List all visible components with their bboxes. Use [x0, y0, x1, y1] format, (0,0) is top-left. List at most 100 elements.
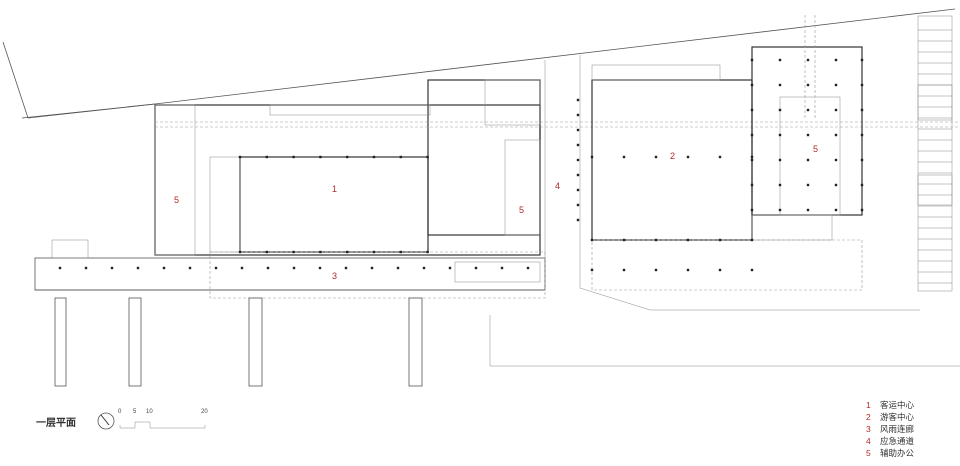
- column: [372, 250, 376, 254]
- column: [590, 238, 594, 242]
- column: [778, 133, 782, 137]
- zone-label-2: 2: [670, 151, 676, 161]
- column: [750, 183, 754, 187]
- column: [654, 238, 658, 242]
- site-boundary: [21, 103, 156, 119]
- column: [474, 266, 478, 270]
- column: [448, 266, 452, 270]
- zone-label-1: 1: [332, 184, 338, 194]
- column: [370, 266, 374, 270]
- column: [778, 83, 782, 87]
- scale-tick: 10: [146, 409, 153, 415]
- scale-bar: [119, 421, 206, 429]
- column: [860, 208, 864, 212]
- column: [778, 58, 782, 62]
- column: [778, 108, 782, 112]
- column: [806, 133, 810, 137]
- bridge-piers: [54, 297, 423, 387]
- column: [718, 155, 722, 159]
- column: [834, 58, 838, 62]
- column: [834, 133, 838, 137]
- zone-label-3: 3: [332, 271, 338, 281]
- column: [346, 250, 349, 254]
- site-boundary-east: [579, 55, 920, 311]
- column: [84, 266, 88, 270]
- column: [860, 108, 864, 112]
- column: [500, 266, 504, 270]
- building-visitor-center: [591, 15, 863, 291]
- column: [654, 155, 658, 159]
- column: [718, 268, 722, 272]
- column: [860, 83, 864, 87]
- column: [319, 250, 322, 254]
- column: [399, 250, 402, 254]
- column: [576, 218, 580, 222]
- column: [396, 266, 400, 270]
- column: [860, 58, 864, 62]
- column: [750, 58, 754, 62]
- column: [860, 133, 864, 137]
- column: [426, 155, 429, 159]
- column: [162, 266, 166, 270]
- column: [834, 208, 838, 212]
- column: [750, 83, 754, 87]
- column: [214, 266, 218, 270]
- column: [576, 128, 580, 132]
- column: [750, 238, 754, 242]
- scale-tick: 0: [118, 409, 122, 415]
- column: [778, 158, 782, 162]
- column: [576, 173, 580, 177]
- site-boundary-north: [2, 8, 956, 119]
- column: [266, 266, 270, 270]
- column: [750, 268, 754, 272]
- north-arrow-icon: [97, 412, 115, 430]
- column: [622, 238, 626, 242]
- column: [576, 98, 580, 102]
- column: [806, 208, 810, 212]
- column: [686, 155, 690, 159]
- column: [622, 155, 626, 159]
- column: [806, 108, 810, 112]
- column: [834, 183, 838, 187]
- column: [265, 250, 268, 254]
- column: [590, 268, 594, 272]
- column: [292, 250, 295, 254]
- scale-tick: 20: [201, 409, 208, 415]
- column: [399, 155, 402, 159]
- column: [860, 183, 864, 187]
- column: [576, 188, 580, 192]
- column: [750, 158, 754, 162]
- column: [686, 268, 690, 272]
- column: [265, 155, 268, 159]
- column: [238, 155, 242, 159]
- column: [426, 250, 429, 254]
- scale-tick: 5: [133, 409, 137, 415]
- column: [750, 108, 754, 112]
- column: [806, 83, 810, 87]
- zone-label-5: 5: [174, 195, 180, 205]
- column: [686, 238, 690, 242]
- column: [834, 158, 838, 162]
- column: [576, 158, 580, 162]
- column: [622, 268, 626, 272]
- column: [778, 183, 782, 187]
- column: [292, 266, 296, 270]
- column: [860, 158, 864, 162]
- column: [110, 266, 114, 270]
- column: [319, 155, 322, 159]
- column: [576, 143, 580, 147]
- column: [136, 266, 140, 270]
- zone-label-4: 4: [555, 181, 561, 191]
- site-boundary-south: [489, 315, 960, 367]
- column: [240, 266, 244, 270]
- column: [188, 266, 192, 270]
- column: [346, 155, 349, 159]
- column: [590, 155, 594, 159]
- column: [292, 155, 295, 159]
- plan-title: 一层平面: [36, 418, 76, 429]
